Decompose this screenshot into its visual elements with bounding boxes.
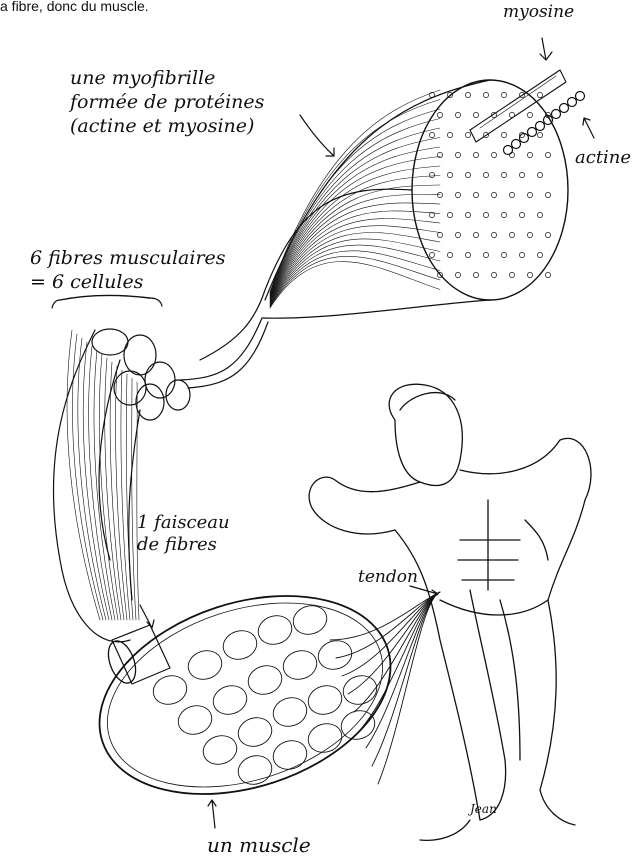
fibre-bundle-drawing xyxy=(52,295,268,641)
artist-signature: Jean xyxy=(470,803,497,816)
label-tendon: tendon xyxy=(358,568,418,587)
label-myosine: myosine xyxy=(503,3,574,22)
label-myofibrille: une myofibrille formée de protéines (act… xyxy=(70,66,264,138)
muscle-cross-section-drawing xyxy=(74,561,440,829)
bodybuilder-drawing xyxy=(309,384,591,840)
label-actine: actine xyxy=(575,148,631,168)
label-faisceau: 1 faisceau de fibres xyxy=(137,512,230,556)
label-fibres-musculaires: 6 fibres musculaires = 6 cellules xyxy=(30,246,226,294)
label-muscle: un muscle xyxy=(207,834,311,856)
